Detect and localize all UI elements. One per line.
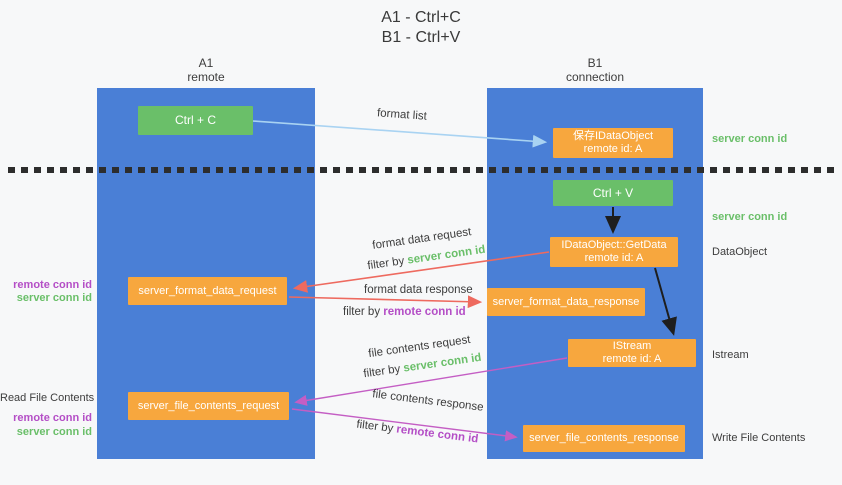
file-response-label: server_file_contents_response: [529, 432, 679, 444]
istream-box: IStream remote id: A: [568, 339, 696, 367]
ctrl-c-label: Ctrl + C: [174, 113, 216, 127]
column-a1-subtitle: remote: [187, 70, 225, 84]
server-conn-id-text: server conn id: [402, 351, 483, 375]
column-b1-name: B1: [587, 56, 603, 70]
file-request-label: server_file_contents_request: [137, 399, 280, 412]
server-format-data-request-box: server_format_data_request: [128, 277, 287, 305]
getdata-line1: IDataObject::GetData: [561, 239, 667, 251]
istream-line1: IStream: [612, 340, 652, 352]
istream-label: Istream: [712, 349, 749, 361]
server-conn-id-label-mid-right: server conn id: [712, 211, 788, 223]
save-idataobject-box: 保存IDataObject remote id: A: [553, 128, 673, 158]
write-file-contents-label: Write File Contents: [712, 432, 806, 444]
ctrl-v-label: Ctrl + V: [592, 185, 634, 200]
format-data-response-label: format data response: [364, 284, 473, 296]
filter-by-text: filter by: [366, 254, 409, 273]
column-header-a1: A1 remote: [97, 56, 315, 84]
getdata-line2: remote id: A: [584, 252, 644, 264]
dashed-divider: [8, 167, 834, 173]
server-format-data-response-box: server_format_data_response: [487, 288, 645, 316]
dataobject-label: DataObject: [712, 246, 768, 258]
filter-by-text: filter by: [362, 362, 405, 381]
format-request-label: server_format_data_request: [138, 284, 277, 297]
server-conn-id-label-bottom-left: server conn id: [16, 426, 92, 438]
title-line-1: A1 - Ctrl+C: [381, 9, 461, 26]
title-line-2: B1 - Ctrl+V: [381, 29, 461, 46]
ctrl-v-box: Ctrl + V: [553, 180, 673, 206]
column-header-b1: B1 connection: [487, 56, 703, 84]
filter-by-text: filter by: [355, 418, 398, 436]
save-idataobject-line1: 保存IDataObject: [572, 130, 654, 142]
remote-conn-id-text: remote conn id: [395, 423, 479, 446]
filter-by-text: filter by: [343, 306, 384, 318]
filter-by-remote-conn-id-label-2: filter by remote conn id: [356, 419, 479, 446]
format-response-label: server_format_data_response: [492, 295, 640, 308]
ctrl-c-box: Ctrl + C: [138, 106, 253, 135]
read-file-contents-label: Read File Contents: [0, 392, 95, 404]
column-b1-subtitle: connection: [565, 70, 625, 84]
istream-line2: remote id: A: [602, 353, 662, 365]
server-conn-id-label-top-right: server conn id: [712, 133, 788, 145]
arrow-format-data-response: [288, 295, 483, 309]
remote-conn-id-label-bottom-left: remote conn id: [13, 412, 92, 424]
idataobject-getdata-box: IDataObject::GetData remote id: A: [550, 237, 678, 267]
diagram-title: A1 - Ctrl+C B1 - Ctrl+V: [0, 8, 842, 48]
filter-by-remote-conn-id-label-1: filter by remote conn id: [343, 306, 466, 318]
file-contents-response-label: file contents response: [371, 388, 485, 414]
column-a1-name: A1: [198, 56, 214, 70]
server-file-contents-response-box: server_file_contents_response: [523, 425, 685, 452]
server-file-contents-request-box: server_file_contents_request: [128, 392, 289, 420]
save-idataobject-line2: remote id: A: [583, 143, 643, 155]
server-conn-id-label-top-left: server conn id: [16, 292, 92, 304]
remote-conn-id-label-top-left: remote conn id: [13, 279, 92, 291]
remote-conn-id-text: remote conn id: [383, 306, 466, 318]
format-list-label: format list: [376, 107, 428, 123]
server-conn-id-text: server conn id: [406, 243, 487, 267]
